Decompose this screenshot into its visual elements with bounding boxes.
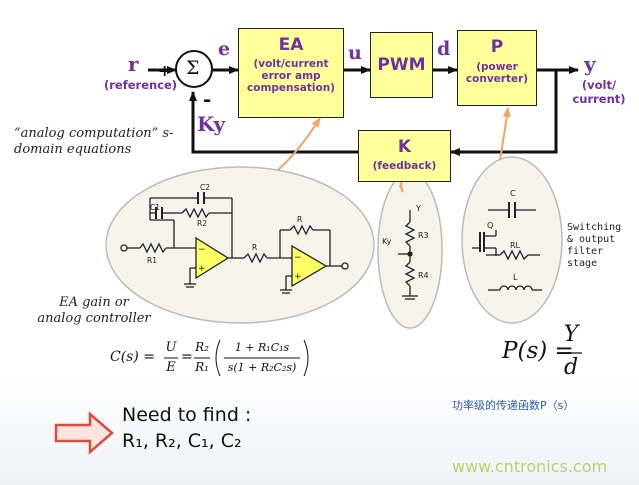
lbl-fb-y: Y <box>415 204 421 213</box>
lbl-r1: R1 <box>147 256 157 265</box>
lbl-r3: R3 <box>418 231 429 240</box>
red-arrow-icon <box>54 411 114 455</box>
lbl-r4: R4 <box>418 271 429 280</box>
block-ea-desc: (volt/current error amp compensation) <box>247 58 335 94</box>
resistor-r2 <box>181 207 210 219</box>
opamp-2 <box>291 244 328 288</box>
eq-numerator: 1 + R₁C₁s <box>234 341 290 354</box>
summing-junction <box>175 50 213 88</box>
lbl-c2: C2 <box>200 183 210 192</box>
eq-ps-y: Y <box>563 322 579 347</box>
divider-circuit <box>398 210 418 300</box>
lbl-opamp2-plus: + <box>294 272 302 282</box>
label-u: u <box>348 42 362 64</box>
resistor-r3 <box>404 221 416 247</box>
label-ky: Ky <box>197 112 226 136</box>
eq-r1: R₁ <box>195 360 209 374</box>
paren-left <box>215 339 221 377</box>
label-plus: + <box>158 61 172 80</box>
link-arrow-filter <box>499 107 511 161</box>
paren-right <box>303 339 309 377</box>
eq-equals: = <box>181 349 193 365</box>
label-r: r <box>128 52 139 76</box>
block-p-title: P <box>490 37 504 57</box>
eq-e: E <box>166 360 176 375</box>
resistor-r1 <box>139 242 167 254</box>
block-k-desc: (feedback) <box>372 160 437 172</box>
filter-circuit <box>472 202 542 291</box>
eq-u: U <box>165 340 177 355</box>
resistor-r <box>243 252 268 264</box>
lbl-r-out: R <box>297 215 302 224</box>
lbl-c1: C1 <box>150 203 160 212</box>
lbl-opamp2-minus: − <box>294 253 302 263</box>
note-ea-gain: EA gain or analog controller <box>37 295 151 326</box>
note-chinese-transfer: 功率级的传递函数P（s） <box>452 399 575 412</box>
eq-cs-lhs: C(s) = <box>110 349 156 365</box>
block-p-desc: (power converter) <box>465 61 529 85</box>
lbl-rl: RL <box>510 241 521 250</box>
eq-ps-d: d <box>563 355 579 380</box>
lbl-c: C <box>510 189 516 198</box>
lbl-r: R <box>252 243 257 252</box>
lbl-l: L <box>513 273 518 282</box>
eq-denominator: s(1 + R₂C₂s) <box>227 361 297 374</box>
block-k: K (feedback) <box>358 130 451 182</box>
resistor-rl <box>499 249 529 261</box>
opamp-1 <box>195 236 230 280</box>
filter-circuit-ellipse <box>461 156 563 324</box>
block-ea-title: EA <box>278 35 304 55</box>
wire-feedback-out <box>189 91 358 154</box>
note-analog-computation: “analog computation” s-domain equations <box>14 126 174 157</box>
need-vars: R₁, R₂, C₁, C₂ <box>122 430 242 452</box>
label-y-desc: (volt/ current) <box>572 78 626 106</box>
link-arrow-ea <box>277 117 321 171</box>
wire-feedback-in <box>450 70 558 156</box>
lbl-opamp1-plus: + <box>198 264 206 274</box>
ea-circuit-ellipse <box>105 166 375 324</box>
opamp-circuit <box>120 192 349 294</box>
eq-r2: R₂ <box>195 340 209 354</box>
lbl-opamp1-minus: − <box>198 245 206 255</box>
lbl-q: Q <box>487 221 493 230</box>
need-title: Need to find : <box>122 404 252 426</box>
label-e: e <box>218 38 231 60</box>
label-y: y <box>584 52 596 76</box>
block-ea: EA (volt/current error amp compensation) <box>238 28 344 118</box>
note-switching: Switching & output filter stage <box>567 222 622 269</box>
block-pwm-title: PWM <box>377 55 426 75</box>
lbl-r2: R2 <box>197 219 207 228</box>
block-k-title: K <box>397 137 412 157</box>
eq-ps-lhs: P(s) = <box>502 338 574 364</box>
block-p: P (power converter) <box>457 30 537 106</box>
resistor-r-out <box>289 224 314 236</box>
label-minus: - <box>203 87 212 111</box>
label-reference: (reference) <box>104 78 178 92</box>
lbl-fb-ky: Ky <box>382 237 392 246</box>
block-pwm: PWM <box>370 32 433 98</box>
link-arrow-k2 <box>399 185 404 193</box>
watermark: www.cntronics.com <box>452 457 608 476</box>
inductor-l <box>499 285 533 291</box>
resistor-r4 <box>404 261 416 287</box>
sigma-icon: Σ <box>186 57 200 79</box>
label-d: d <box>437 38 451 60</box>
